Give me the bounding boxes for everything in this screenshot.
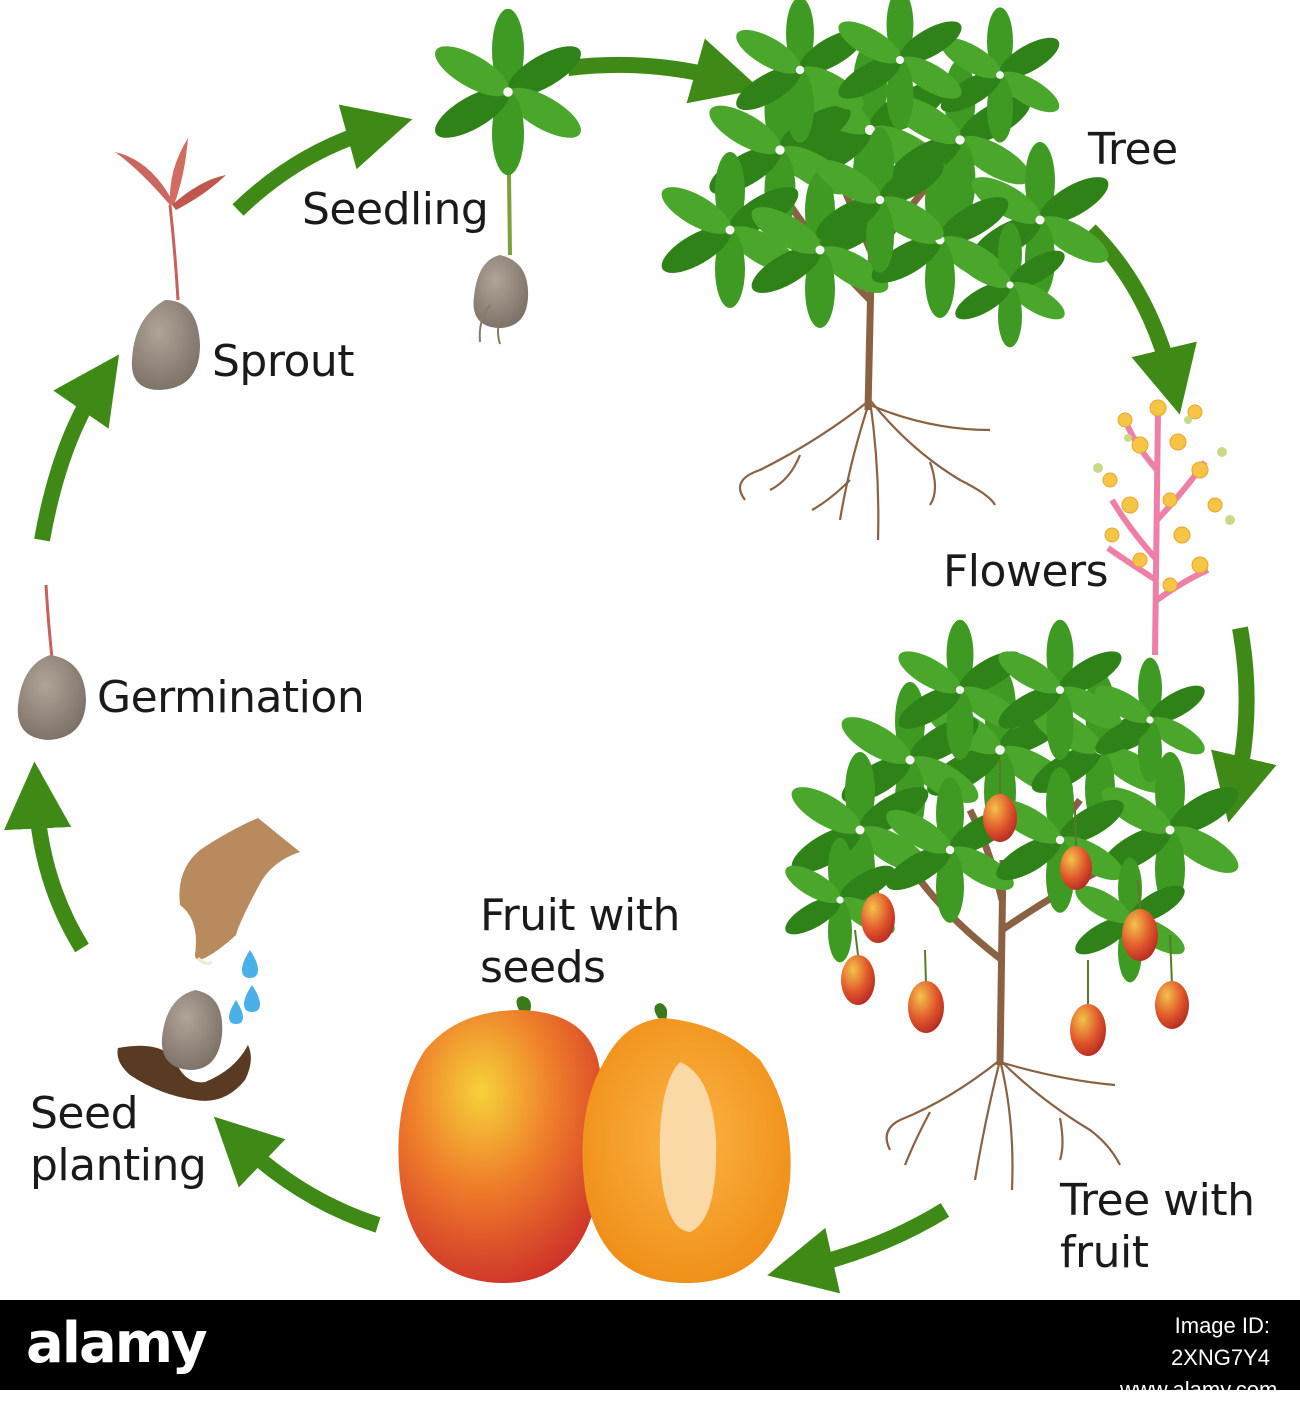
stock-watermark-bar: alamy Image ID: 2XNG7Y4 www.alamy.com bbox=[0, 1300, 1300, 1402]
seed-planting-illustration bbox=[117, 818, 300, 1101]
brand-logo: alamy bbox=[26, 1311, 208, 1376]
mango-life-cycle-diagram: Sprout Seedling Tree Flowers Tree with f… bbox=[4, 0, 1277, 1294]
sprout-illustration bbox=[115, 138, 226, 390]
label-sprout: Sprout bbox=[212, 336, 355, 387]
arrow-germination-to-sprout bbox=[34, 354, 120, 542]
fruit-with-seeds-illustration bbox=[398, 996, 791, 1284]
arrow-sprout-to-seedling bbox=[232, 104, 413, 216]
arrow-tree-to-flowers bbox=[1084, 224, 1197, 415]
label-germination: Germination bbox=[97, 672, 365, 723]
arrow-seedling-to-tree bbox=[567, 38, 761, 104]
label-flowers: Flowers bbox=[943, 546, 1109, 597]
label-seed-planting: Seed planting bbox=[30, 1088, 207, 1191]
label-tree-with-fruit: Tree with fruit bbox=[1060, 1175, 1255, 1278]
arrow-fruit-to-planting bbox=[213, 1116, 381, 1233]
label-fruit-with-seeds: Fruit with seeds bbox=[480, 890, 680, 993]
germination-illustration bbox=[17, 584, 86, 740]
label-seedling: Seedling bbox=[302, 184, 489, 235]
seedling-illustration bbox=[427, 8, 589, 345]
label-tree: Tree bbox=[1088, 124, 1178, 175]
flowers-illustration bbox=[1093, 399, 1235, 656]
image-id-text: Image ID: 2XNG7Y4 www.alamy.com bbox=[1120, 1313, 1278, 1402]
diagram-artwork bbox=[4, 0, 1277, 1294]
arrow-planting-to-germination bbox=[4, 761, 89, 953]
arrow-tree-to-fruit bbox=[767, 1203, 950, 1294]
tree-with-fruit-illustration bbox=[779, 619, 1246, 1191]
cycle-arrows bbox=[4, 38, 1277, 1294]
tree-illustration bbox=[654, 0, 1116, 541]
arrow-flowers-to-fruit-tree bbox=[1211, 626, 1277, 823]
